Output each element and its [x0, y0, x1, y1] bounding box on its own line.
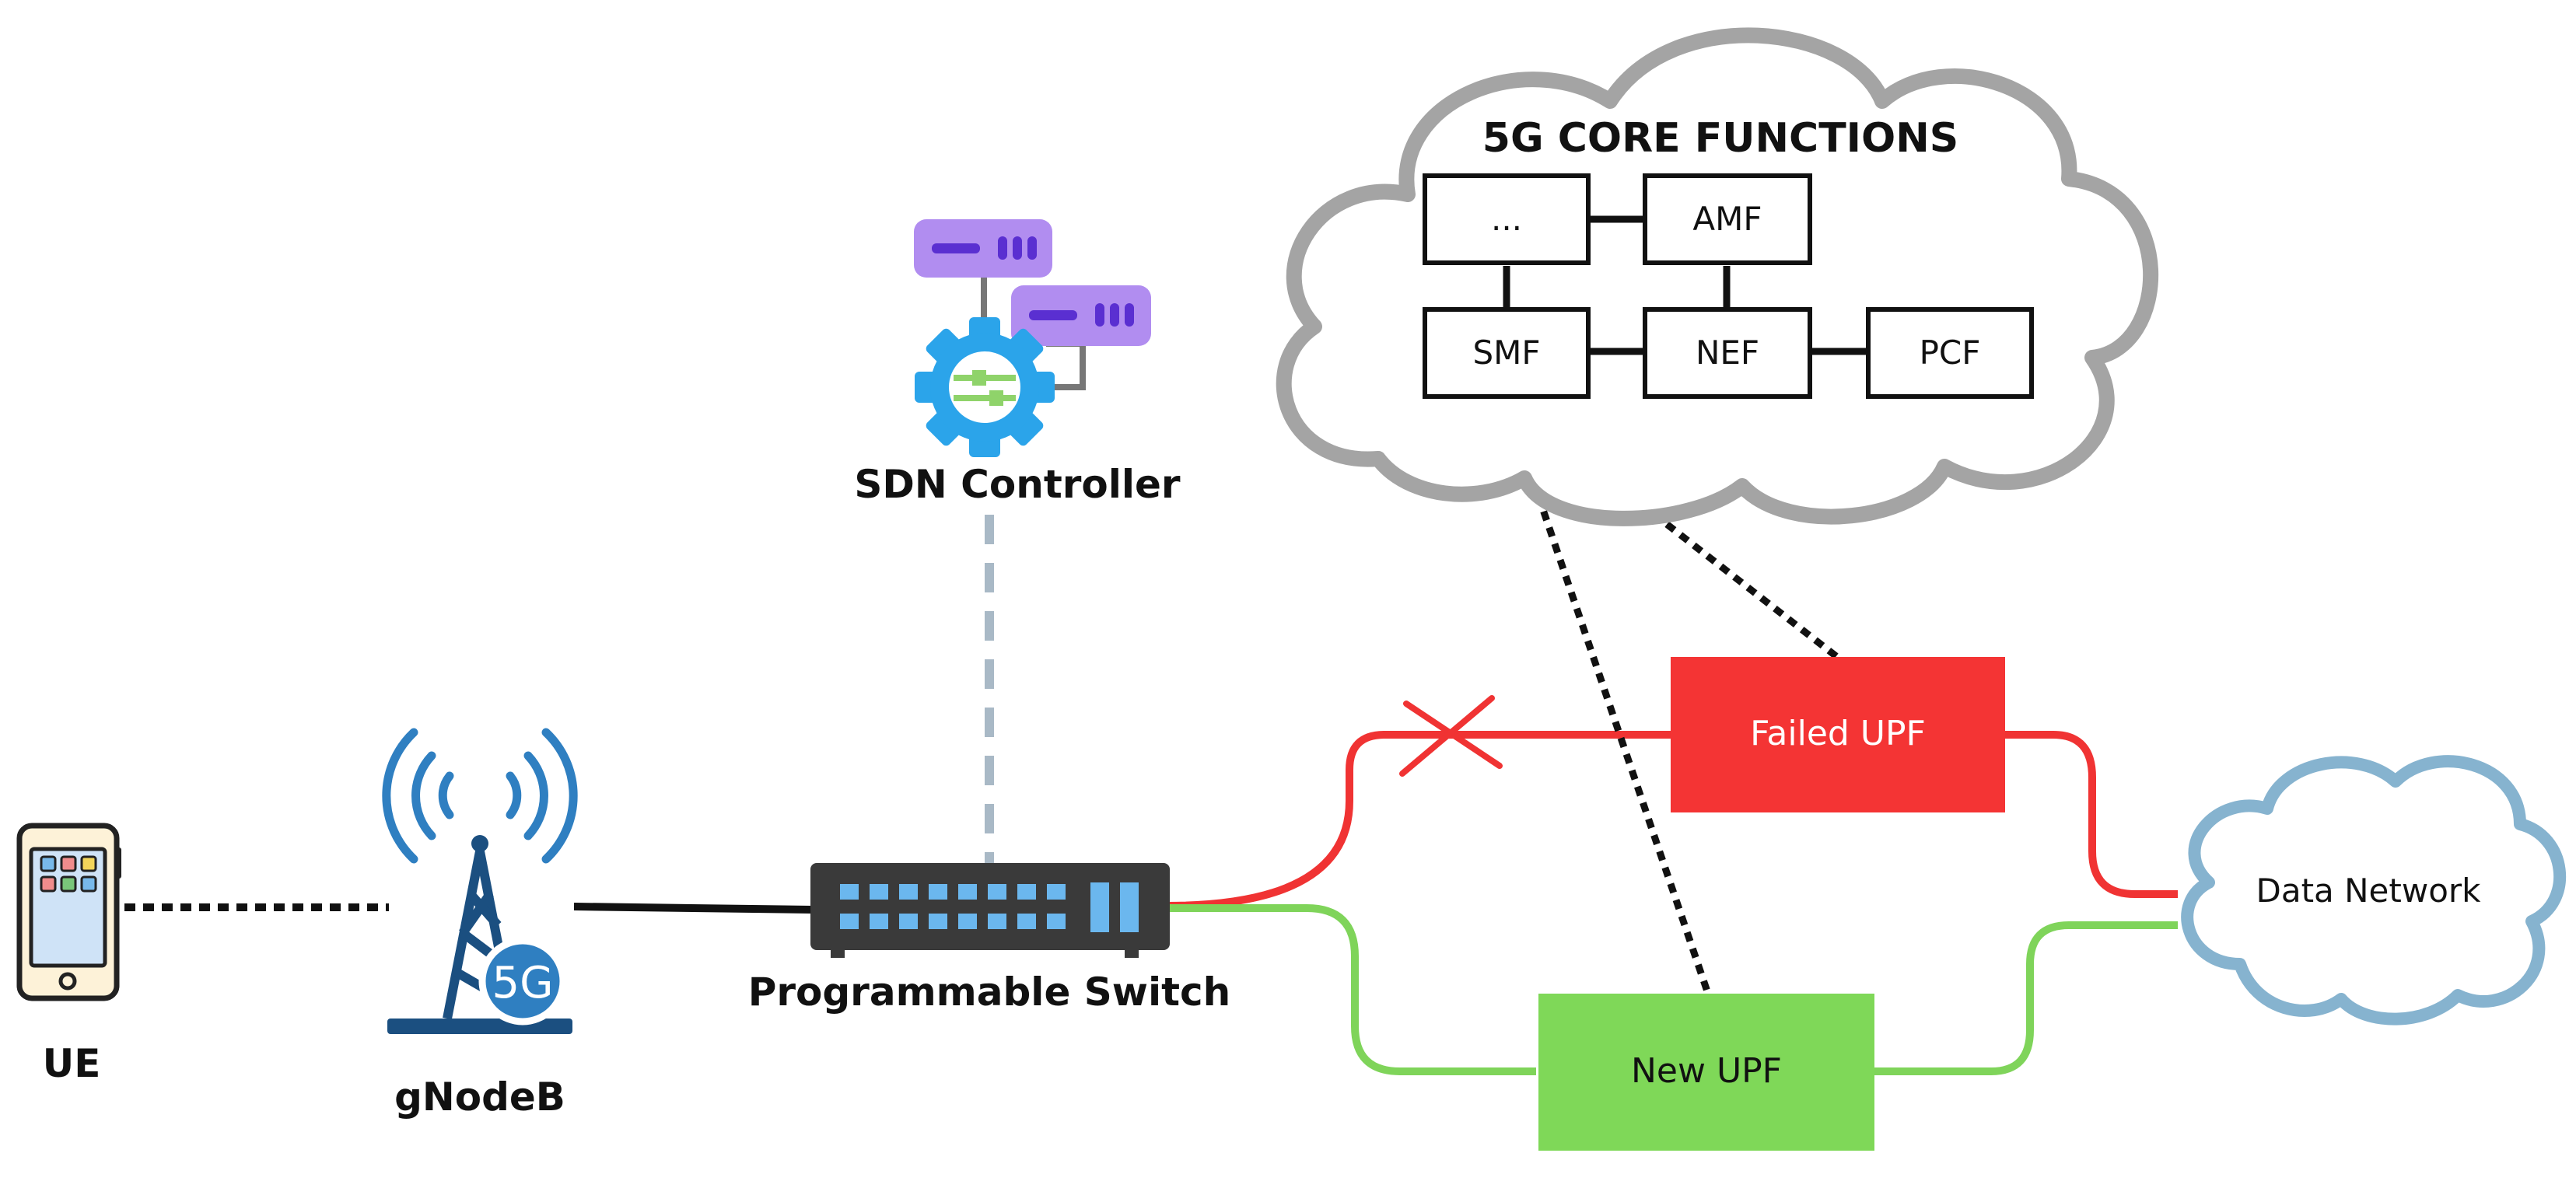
- pcf-label: PCF: [1920, 334, 1981, 372]
- gnodeb-label: gNodeB: [394, 1074, 565, 1120]
- 5g-badge: 5G: [492, 958, 553, 1008]
- new-upf-box: New UPF: [1538, 994, 1874, 1151]
- data-network-cloud-shape: [2181, 755, 2567, 1026]
- new-upf-to-dn-link: [1874, 921, 2178, 1075]
- failed-upf-label: Failed UPF: [1750, 714, 1926, 753]
- core-function-more: ...: [1423, 173, 1591, 265]
- failed-path-link: [1166, 731, 1672, 910]
- failed-upf-box: Failed UPF: [1671, 657, 2005, 812]
- sdn-controller-icon: [914, 219, 1151, 457]
- ue-label: UE: [43, 1041, 101, 1086]
- core-function-nef: NEF: [1643, 307, 1812, 399]
- nef-label: NEF: [1696, 334, 1759, 372]
- core-function-smf: SMF: [1423, 307, 1591, 399]
- new-upf-label: New UPF: [1631, 1051, 1782, 1091]
- switch-icon: [810, 863, 1170, 958]
- link-broken-x-icon: [1399, 695, 1503, 777]
- amf-label: AMF: [1692, 200, 1762, 238]
- data-network-label: Data Network: [2256, 872, 2482, 910]
- sdn-controller-label: SDN Controller: [854, 462, 1181, 507]
- core-function-pcf: PCF: [1866, 307, 2034, 399]
- new-path-link: [1167, 904, 1536, 1075]
- cell-tower-icon: 5G: [382, 728, 578, 1034]
- core-function-more-label: ...: [1491, 200, 1522, 238]
- core-cloud-shape: [1276, 27, 2158, 526]
- smartphone-icon: [16, 823, 121, 1001]
- smf-label: SMF: [1472, 334, 1540, 372]
- failed-upf-to-dn-link: [2003, 731, 2178, 898]
- core-function-amf: AMF: [1643, 173, 1812, 265]
- gnodeb-switch-link: [573, 903, 814, 914]
- core-title: 5G CORE FUNCTIONS: [1482, 115, 1958, 162]
- switch-label: Programmable Switch: [748, 970, 1231, 1015]
- core-interconnects: [1503, 215, 1868, 355]
